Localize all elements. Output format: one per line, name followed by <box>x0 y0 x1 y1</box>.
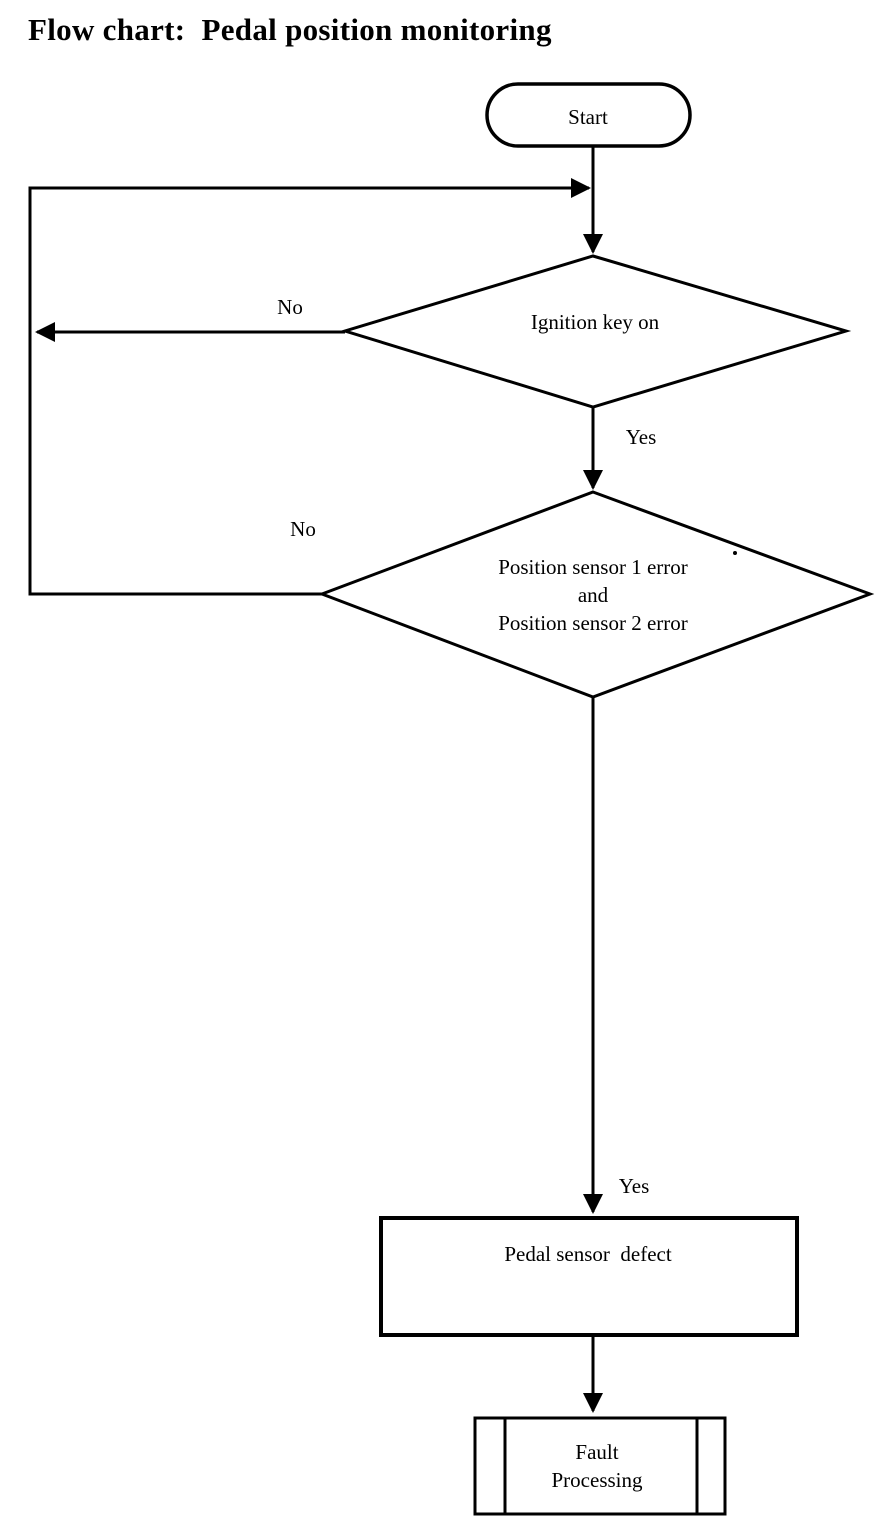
no-loop-return-connector <box>28 178 591 596</box>
ignition-decision-label: Ignition key on <box>531 310 660 334</box>
ignition-yes-label: Yes <box>626 425 657 449</box>
sensors-decision-label-line2: and <box>578 583 609 607</box>
fault-label-line2: Processing <box>552 1468 643 1492</box>
stray-dot <box>733 551 737 555</box>
sensors-decision <box>317 490 875 699</box>
ignition-decision <box>339 254 852 409</box>
pedal-defect-box <box>379 1216 799 1337</box>
fault-box <box>473 1416 727 1516</box>
pedal-defect-label: Pedal sensor defect <box>504 1242 672 1266</box>
ignition-no-label: No <box>277 295 303 319</box>
fault-label-line1: Fault <box>575 1440 618 1464</box>
sensors-decision-label-line1: Position sensor 1 error <box>498 555 688 579</box>
sensors-decision-label-line3: Position sensor 2 error <box>498 611 688 635</box>
page-title: Flow chart: Pedal position monitoring <box>28 12 552 47</box>
start-node <box>485 82 692 148</box>
sensors-no-label: No <box>290 517 316 541</box>
start-node-label: Start <box>568 105 608 129</box>
sensors-yes-label: Yes <box>619 1174 650 1198</box>
